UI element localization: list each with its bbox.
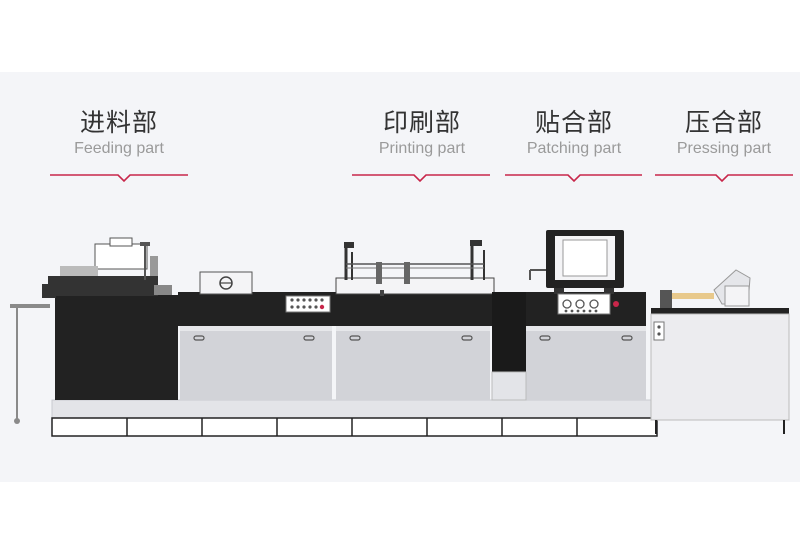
cabinets <box>180 326 646 400</box>
section-patching-en: Patching part <box>526 140 622 157</box>
section-pointers <box>50 174 793 183</box>
top-box <box>199 271 253 295</box>
printing-frame <box>335 240 495 296</box>
patching-unit <box>529 230 624 315</box>
divider-column <box>491 292 527 401</box>
section-patching-zh: 贴合部 <box>534 108 613 137</box>
pressing-unit <box>650 269 790 434</box>
section-printing-en: Printing part <box>378 140 466 157</box>
pointer-patching <box>505 174 642 183</box>
section-printing-zh: 印刷部 <box>382 108 461 137</box>
section-feeding-en: Feeding part <box>74 140 164 157</box>
feeding-unit <box>42 237 178 400</box>
section-patching: 贴合部 Patching part <box>505 108 643 160</box>
pointer-pressing <box>655 174 793 183</box>
pointer-feeding <box>50 174 188 183</box>
control-panel-1 <box>285 295 331 313</box>
section-pressing-en: Pressing part <box>676 140 772 157</box>
section-printing: 印刷部 Printing part <box>352 108 492 160</box>
section-pressing-zh: 压合部 <box>684 108 763 137</box>
section-feeding: 进料部 Feeding part <box>50 108 188 160</box>
base-rail <box>51 399 658 437</box>
section-pressing: 压合部 Pressing part <box>655 108 793 160</box>
left-pole <box>10 304 50 424</box>
pointer-printing <box>352 174 490 183</box>
section-feeding-zh: 进料部 <box>79 108 158 137</box>
